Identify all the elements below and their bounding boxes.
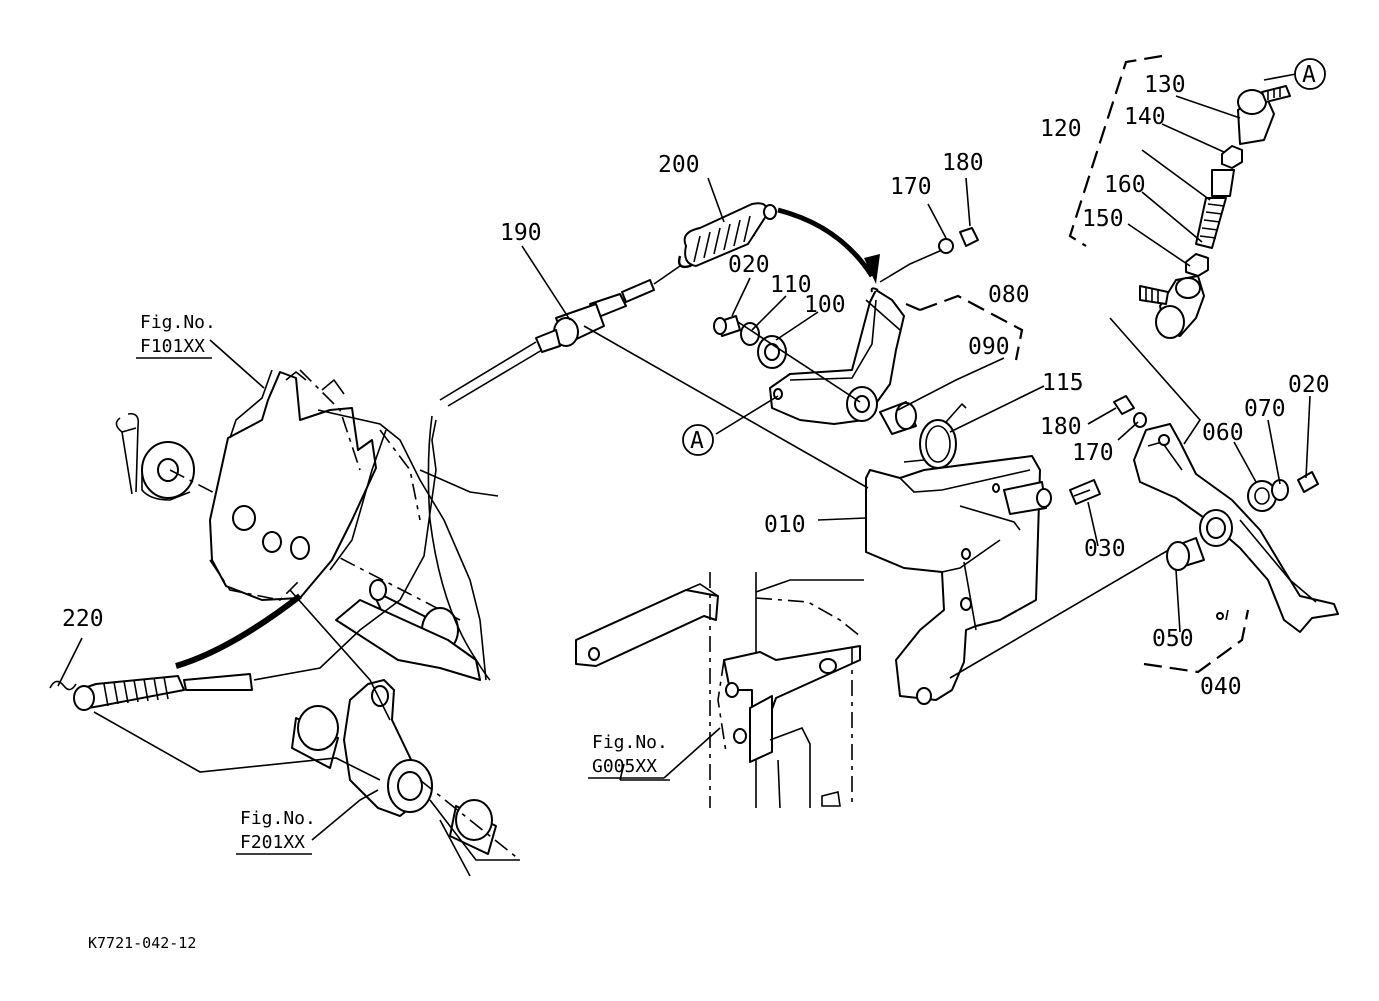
label-100: 100	[804, 292, 846, 318]
label-020-left: 020	[728, 252, 770, 278]
label-040: 040	[1200, 674, 1242, 700]
label-115: 115	[1042, 370, 1084, 396]
label-200: 200	[658, 152, 700, 178]
rod-assembly-120	[1068, 54, 1291, 445]
label-160: 160	[1104, 172, 1146, 198]
figure-ref-f201-code: F201XX	[240, 832, 305, 853]
label-170-top: 170	[890, 174, 932, 200]
label-120: 120	[1040, 116, 1082, 142]
figure-ref-f101-caption: Fig.No.	[140, 312, 216, 333]
cable-190-and-spring-200	[427, 202, 880, 681]
label-060: 060	[1202, 420, 1244, 446]
throttle-cable-220	[49, 419, 437, 781]
label-080: 080	[988, 282, 1030, 308]
label-020-right: 020	[1288, 372, 1330, 398]
label-090: 090	[968, 334, 1010, 360]
figure-ref-g005: Fig.No. G005XX	[588, 732, 668, 779]
label-190: 190	[500, 220, 542, 246]
label-130: 130	[1144, 72, 1186, 98]
figure-ref-g005-code: G005XX	[592, 756, 657, 777]
leader-lines	[57, 73, 1311, 841]
label-180-mid: 180	[1040, 414, 1082, 440]
callout-a-top-label: A	[1302, 62, 1316, 88]
callout-a-top: A	[1294, 58, 1326, 90]
callout-a-left: A	[682, 424, 714, 456]
label-070: 070	[1244, 396, 1286, 422]
frame-reference-g005	[575, 572, 864, 809]
label-180-top: 180	[942, 150, 984, 176]
callout-a-left-label: A	[690, 428, 704, 454]
bracket-010	[865, 455, 1173, 705]
label-050: 050	[1152, 626, 1194, 652]
label-110: 110	[770, 272, 812, 298]
figure-ref-f201-caption: Fig.No.	[240, 808, 316, 829]
label-140: 140	[1124, 104, 1166, 130]
label-220: 220	[62, 606, 104, 632]
figure-ref-f101-code: F101XX	[140, 336, 205, 357]
figure-ref-f201: Fig.No. F201XX	[236, 808, 316, 855]
left-frame-assembly	[115, 369, 521, 877]
pedal-arm-040	[1113, 395, 1339, 674]
diagram-code: K7721-042-12	[88, 934, 196, 952]
figure-ref-g005-caption: Fig.No.	[592, 732, 668, 753]
part-labels: 200 190 020 110 100 170 180 080 090 115 …	[62, 72, 1330, 700]
label-150: 150	[1082, 206, 1124, 232]
label-030: 030	[1084, 536, 1126, 562]
figure-ref-f101: Fig.No. F101XX	[136, 312, 216, 359]
label-170-mid: 170	[1072, 440, 1114, 466]
lever-080-assembly	[713, 227, 1024, 469]
label-010: 010	[764, 512, 806, 538]
